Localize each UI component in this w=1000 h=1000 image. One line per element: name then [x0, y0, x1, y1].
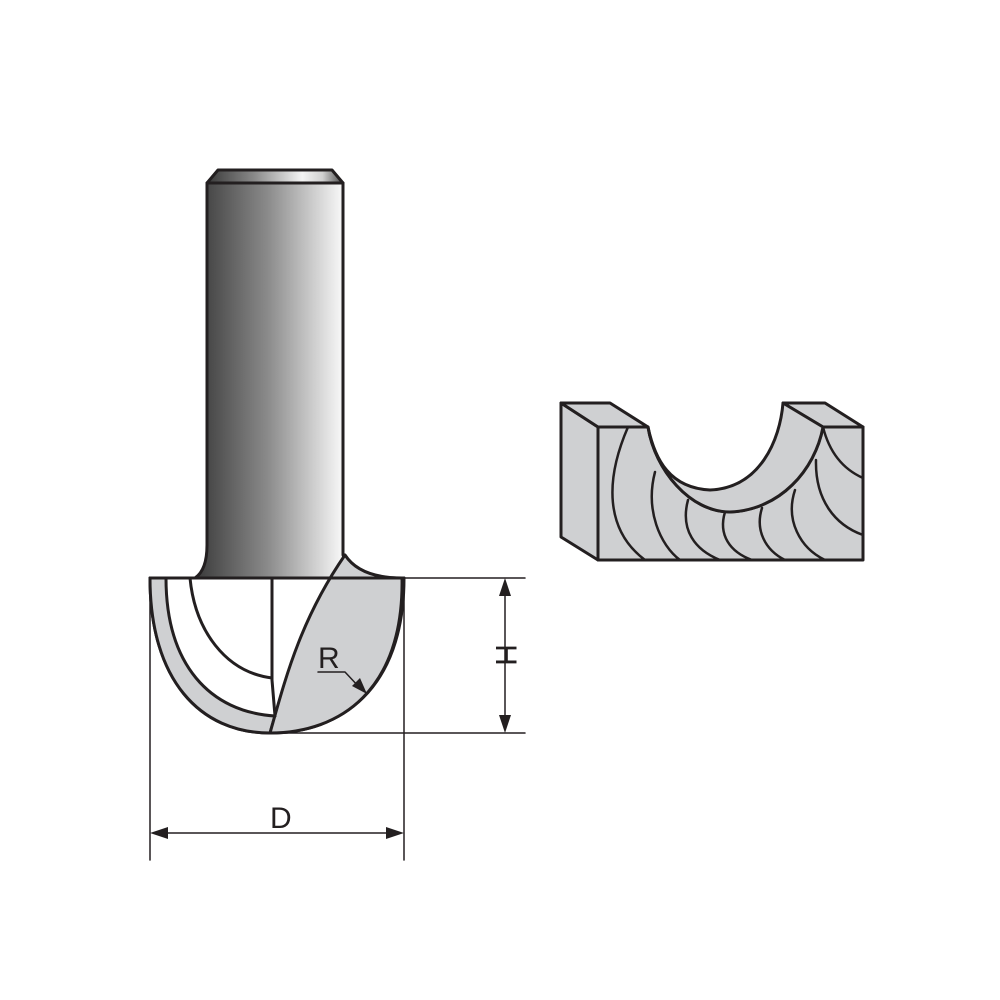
- dimension-arrows: [150, 578, 511, 839]
- bit-cutter-head: [148, 553, 406, 735]
- diameter-label: D: [270, 802, 292, 835]
- radius-label: R: [318, 642, 340, 675]
- height-label: H: [489, 644, 522, 666]
- dimension-lines: [149, 577, 526, 861]
- workpiece-profile: [559, 401, 865, 562]
- bit-shank: [193, 168, 404, 580]
